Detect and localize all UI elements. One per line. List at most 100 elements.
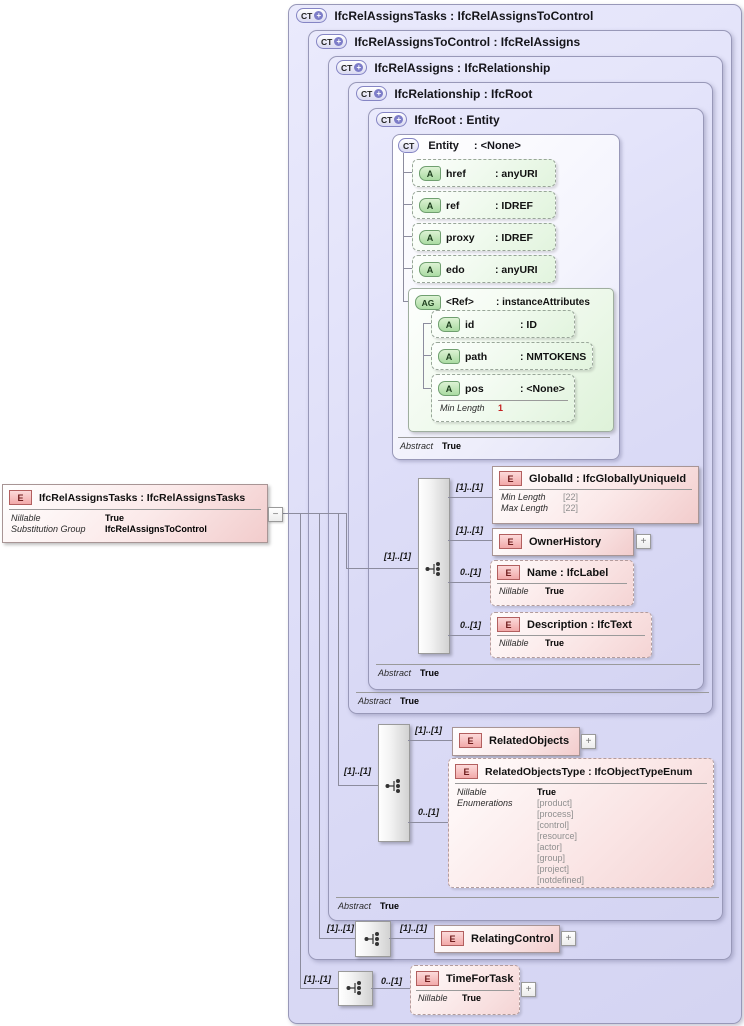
- stub: [403, 204, 412, 205]
- element-title: RelatedObjectsType : IfcObjectTypeEnum: [485, 765, 693, 778]
- attribute-icon: A: [419, 166, 441, 181]
- prop-label: Max Length: [501, 503, 549, 513]
- branch: [448, 540, 492, 541]
- element-title: Description : IfcText: [527, 618, 632, 631]
- element-icon: E: [497, 565, 520, 580]
- abstract-value: True: [400, 696, 420, 706]
- element-node-relatedobjects[interactable]: E RelatedObjects: [452, 727, 580, 756]
- branch-timefortask-left: [300, 988, 338, 989]
- abstract-label: Abstract: [358, 696, 392, 706]
- prop-value: [22]: [563, 503, 579, 513]
- prop-label: Nillable: [418, 993, 448, 1003]
- stub: [403, 172, 412, 173]
- element-icon: E: [459, 733, 482, 748]
- prop-value: True: [545, 586, 565, 596]
- spine-ifcrelassignstasks: [300, 513, 301, 988]
- enum-value: [group]: [537, 853, 566, 863]
- element-icon: E: [9, 490, 32, 505]
- abstract-value: True: [420, 668, 440, 678]
- enum-value: [actor]: [537, 842, 563, 852]
- branch: [448, 582, 490, 583]
- stub: [423, 355, 431, 356]
- abstract-separator: [398, 437, 610, 438]
- attribute-icon: A: [438, 349, 460, 364]
- cardinality: [1]..[1]: [384, 551, 411, 561]
- cardinality: 0..[1]: [460, 567, 482, 577]
- enum-value: [control]: [537, 820, 570, 830]
- element-node-name[interactable]: E Name : IfcLabel Nillable True: [490, 560, 634, 606]
- cardinality: [1]..[1]: [456, 525, 483, 535]
- element-icon: E: [497, 617, 520, 632]
- box-title: IfcRelAssignsToControl : IfcRelAssigns: [354, 34, 581, 49]
- expand-button-timefortask[interactable]: +: [521, 982, 536, 997]
- prop-value: True: [537, 787, 557, 797]
- box-title: IfcRelAssignsTasks : IfcRelAssignsToCont…: [334, 8, 594, 23]
- abstract-separator: [376, 664, 700, 665]
- box-title: IfcRoot : Entity: [414, 112, 500, 127]
- cardinality: [1]..[1]: [344, 766, 371, 776]
- enum-value: [notdefined]: [537, 875, 585, 885]
- element-icon: E: [455, 764, 478, 779]
- cardinality: 0..[1]: [418, 807, 440, 817]
- enum-value: [resource]: [537, 831, 578, 841]
- prop-value: 1: [498, 403, 504, 413]
- branch: [389, 938, 434, 939]
- element-icon: E: [499, 471, 522, 486]
- cardinality: 0..[1]: [381, 976, 403, 986]
- attribute-icon: A: [419, 198, 441, 213]
- stub: [403, 301, 408, 302]
- branch-relatingcontrol-left: [319, 938, 355, 939]
- element-node-relatedobjectstype[interactable]: E RelatedObjectsType : IfcObjectTypeEnum…: [448, 758, 714, 888]
- element-node-description[interactable]: E Description : IfcText Nillable True: [490, 612, 652, 658]
- element-node-globalid[interactable]: E GlobalId : IfcGloballyUniqueId Min Len…: [492, 466, 699, 524]
- prop-value: True: [105, 513, 125, 523]
- element-icon: E: [416, 971, 439, 986]
- attribute-icon: A: [419, 262, 441, 277]
- branch-ifcroot-seq: [346, 568, 418, 569]
- branch: [408, 740, 452, 741]
- branch: [371, 988, 410, 989]
- collapse-button[interactable]: −: [268, 507, 283, 522]
- abstract-separator: [336, 897, 719, 898]
- expand-button-relatingcontrol[interactable]: +: [561, 931, 576, 946]
- element-node-timefortask[interactable]: E TimeForTask Nillable True: [410, 965, 520, 1015]
- cardinality: [1]..[1]: [456, 482, 483, 492]
- stub: [423, 323, 431, 324]
- prop-value: IfcRelAssignsToControl: [105, 524, 207, 534]
- branch-ifcrelassigns-seq: [338, 785, 378, 786]
- element-title: RelatedObjects: [489, 734, 570, 747]
- prop-value: [22]: [563, 492, 579, 502]
- prop-label: Nillable: [457, 787, 487, 797]
- complextype-plus-icon[interactable]: CT+: [296, 8, 328, 23]
- branch: [448, 497, 492, 498]
- element-node-relatingcontrol[interactable]: E RelatingControl: [434, 925, 560, 953]
- prop-label: Min Length: [501, 492, 546, 502]
- complextype-plus-icon[interactable]: CT+: [336, 60, 368, 75]
- enum-value: [product]: [537, 798, 573, 808]
- box-title: IfcRelAssigns : IfcRelationship: [374, 60, 551, 75]
- attribute-icon: A: [438, 317, 460, 332]
- abstract-label: Abstract: [378, 668, 412, 678]
- complextype-plus-icon[interactable]: CT+: [356, 86, 388, 101]
- prop-label: Nillable: [11, 513, 41, 523]
- element-node-ifcrelassignstasks[interactable]: E IfcRelAssignsTasks : IfcRelAssignsTask…: [2, 484, 268, 543]
- abstract-value: True: [380, 901, 400, 911]
- enum-value: [process]: [537, 809, 574, 819]
- complextype-plus-icon[interactable]: CT+: [316, 34, 348, 49]
- complextype-plus-icon[interactable]: CT+: [376, 112, 408, 127]
- prop-label: Nillable: [499, 638, 529, 648]
- element-node-ownerhistory[interactable]: E OwnerHistory: [492, 528, 634, 556]
- expand-button-ownerhistory[interactable]: +: [636, 534, 651, 549]
- attributegroup-icon: AG: [415, 295, 441, 310]
- expand-button-relatedobjects[interactable]: +: [581, 734, 596, 749]
- prop-label: Min Length: [440, 403, 485, 413]
- cardinality: 0..[1]: [460, 620, 482, 630]
